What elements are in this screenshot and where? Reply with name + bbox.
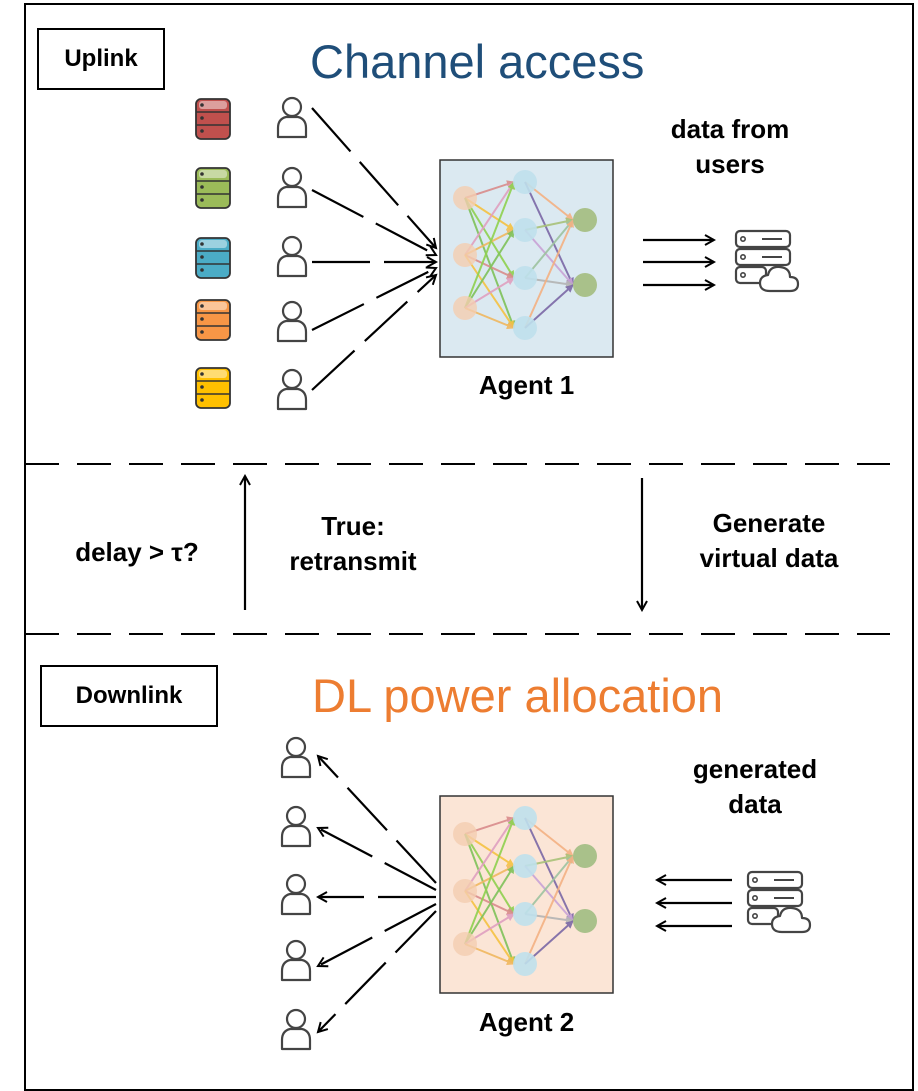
uplink-arrow: [311, 107, 436, 248]
database-icon: [195, 167, 231, 209]
uplink-tag: Uplink: [37, 28, 165, 90]
retransmit-line2: retransmit: [289, 546, 417, 577]
agent-1-label: Agent 1: [478, 370, 575, 400]
downlink-arrow: [318, 910, 437, 1032]
downlink-tag: Downlink: [40, 665, 218, 727]
neural-network-icon: [453, 170, 597, 340]
retransmit-line1: True:: [321, 511, 385, 541]
cloud-server-icon: [734, 229, 800, 293]
database-icon: [195, 299, 231, 341]
uplink-arrow: [311, 268, 436, 331]
downlink-data-label-line2: data: [728, 789, 782, 820]
database-icons: [195, 98, 231, 409]
downlink-arrow: [318, 828, 437, 891]
generate-label: Generate virtual data: [660, 506, 878, 576]
database-icon: [195, 98, 231, 140]
downlink-arrows: [318, 756, 437, 1032]
uplink-data-label-line1: data from: [670, 114, 790, 144]
downlink-input-arrows: [657, 880, 732, 926]
uplink-data-label: data from users: [640, 112, 820, 182]
downlink-data-label-line1: generated: [692, 754, 818, 784]
neural-network-icon: [453, 806, 597, 976]
downlink-arrow: [318, 903, 437, 966]
uplink-data-label-line2: users: [695, 149, 765, 180]
delay-condition-label: delay > τ?: [75, 537, 199, 567]
database-icon: [195, 367, 231, 409]
downlink-arrow: [318, 756, 437, 884]
agent-2-label: Agent 2: [478, 1007, 575, 1037]
uplink-arrows: [311, 107, 436, 391]
downlink-title: DL power allocation: [312, 669, 724, 722]
generate-line2: virtual data: [699, 543, 839, 574]
uplink-arrow: [311, 189, 436, 255]
uplink-title: Channel access: [310, 35, 645, 88]
uplink-arrow: [311, 275, 436, 391]
retransmit-label: True: retransmit: [268, 509, 438, 579]
generate-line1: Generate: [712, 508, 826, 538]
uplink-output-arrows: [643, 240, 714, 285]
database-icon: [195, 237, 231, 279]
downlink-data-label: generated data: [660, 752, 850, 822]
cloud-server-icon: [746, 870, 812, 934]
